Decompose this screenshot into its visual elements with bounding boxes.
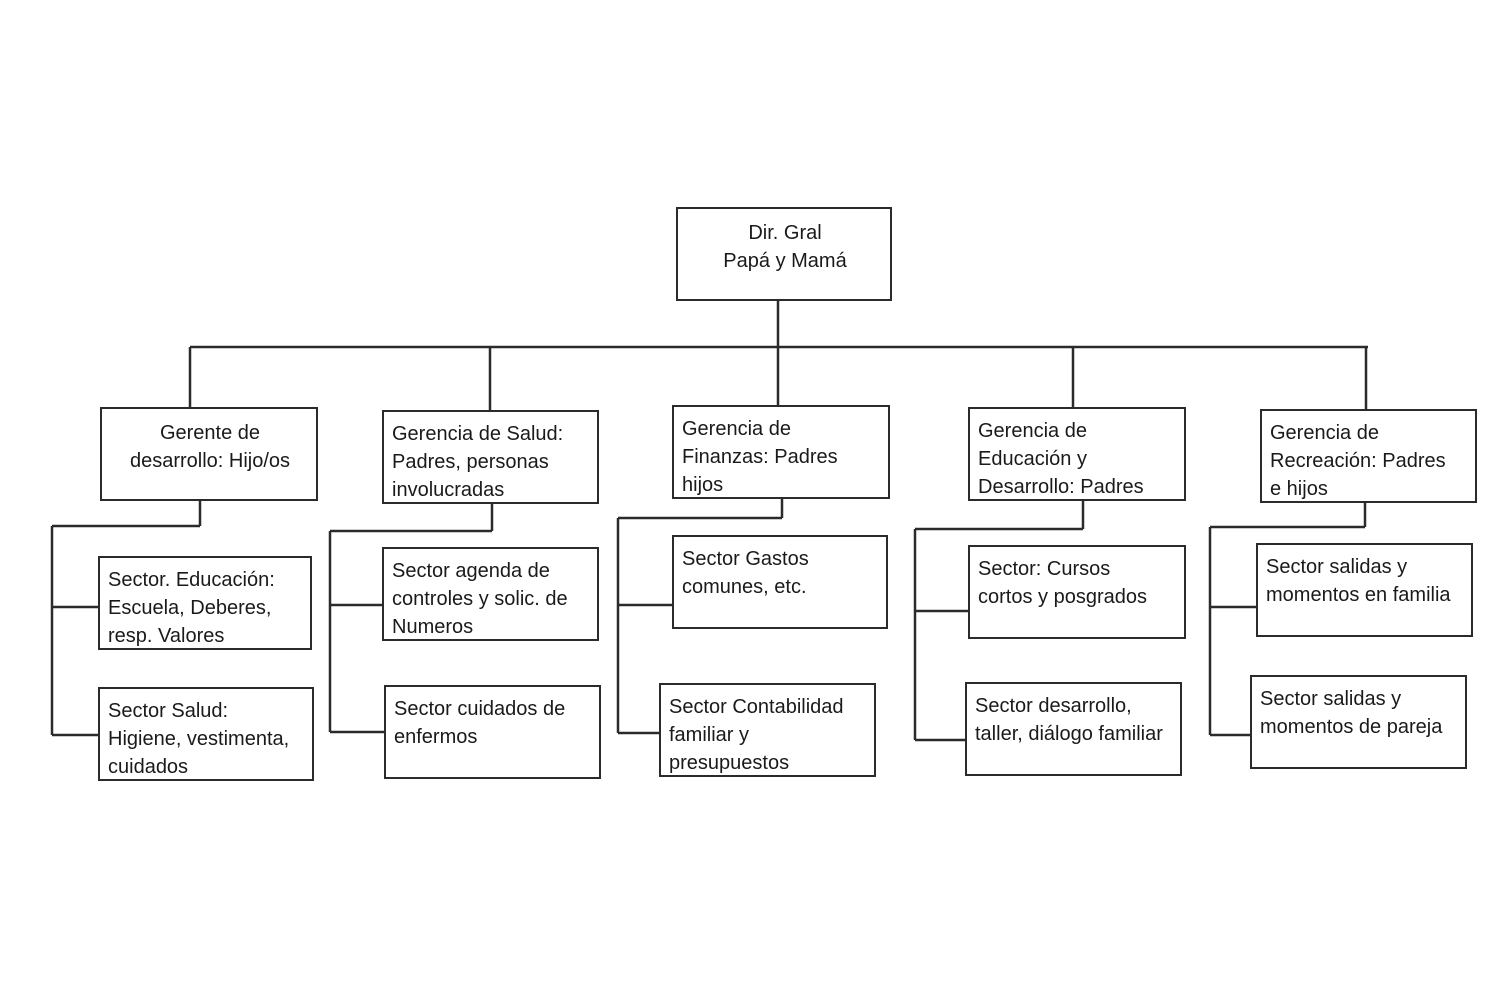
sector-salidas-pareja-box: Sector salidas y momentos de pareja bbox=[1250, 675, 1467, 769]
sector-salidas-familia-box: Sector salidas y momentos en familia bbox=[1256, 543, 1473, 637]
sector-educacion-escolar-box: Sector. Educación: Escuela, Deberes, res… bbox=[98, 556, 312, 650]
sector-agenda-controles-box: Sector agenda de controles y solic. de N… bbox=[382, 547, 599, 641]
sector-cuidados-enfermos-box: Sector cuidados de enfermos bbox=[384, 685, 601, 779]
sector-salud-higiene-box: Sector Salud: Higiene, vestimenta, cuida… bbox=[98, 687, 314, 781]
branch-finanzas-box: Gerencia de Finanzas: Padres hijos bbox=[672, 405, 890, 499]
root-box: Dir. Gral Papá y Mamá bbox=[676, 207, 892, 301]
sector-cursos-box: Sector: Cursos cortos y posgrados bbox=[968, 545, 1186, 639]
branch-salud-box: Gerencia de Salud: Padres, personas invo… bbox=[382, 410, 599, 504]
sector-taller-dialogo-box: Sector desarrollo, taller, diálogo famil… bbox=[965, 682, 1182, 776]
branch-recreacion-box: Gerencia de Recreación: Padres e hijos bbox=[1260, 409, 1477, 503]
sector-contabilidad-box: Sector Contabilidad familiar y presupues… bbox=[659, 683, 876, 777]
branch-desarrollo-box: Gerente de desarrollo: Hijo/os bbox=[100, 407, 318, 501]
branch-educacion-box: Gerencia de Educación y Desarrollo: Padr… bbox=[968, 407, 1186, 501]
sector-gastos-comunes-box: Sector Gastos comunes, etc. bbox=[672, 535, 888, 629]
